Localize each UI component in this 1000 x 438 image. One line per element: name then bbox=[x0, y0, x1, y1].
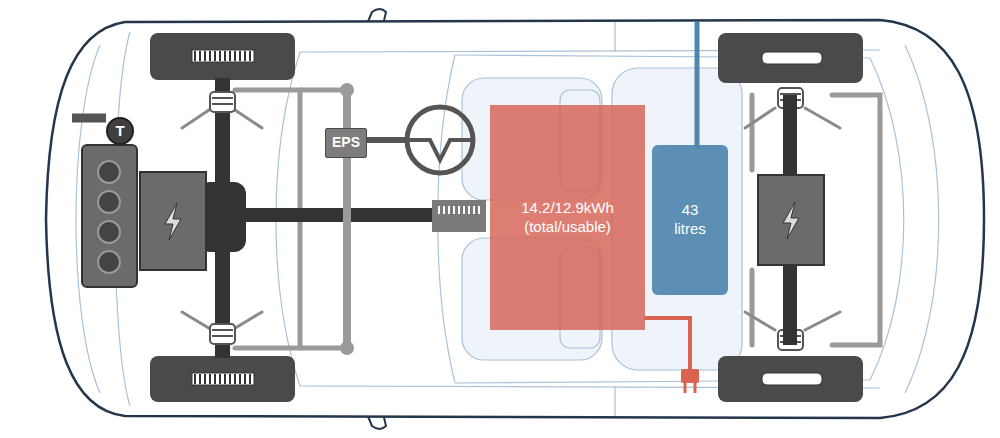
rear-motor bbox=[758, 175, 824, 265]
wheel bbox=[150, 356, 295, 402]
wheel bbox=[718, 33, 863, 83]
front-motor bbox=[140, 172, 206, 270]
control-arm bbox=[182, 108, 212, 128]
eps-label: EPS bbox=[325, 128, 367, 158]
subframe bbox=[235, 90, 880, 348]
steering-spoke bbox=[408, 140, 472, 160]
cylinder bbox=[98, 161, 120, 183]
door-line bbox=[614, 386, 615, 416]
control-arm bbox=[232, 312, 262, 330]
wheel bbox=[718, 356, 863, 402]
spring-coil bbox=[212, 329, 233, 331]
rear-drive bbox=[758, 95, 824, 345]
steering bbox=[300, 83, 473, 355]
control-arm bbox=[182, 312, 212, 330]
cylinder bbox=[98, 251, 120, 273]
engine bbox=[72, 118, 206, 287]
rack-joint bbox=[340, 83, 354, 97]
charge-cable bbox=[644, 318, 690, 370]
turbo-pipe bbox=[72, 114, 106, 123]
turbo-badge: T bbox=[106, 117, 134, 145]
rear-subframe bbox=[750, 270, 755, 345]
control-arm bbox=[232, 108, 262, 128]
spring bbox=[210, 324, 235, 344]
spring-coil bbox=[212, 97, 233, 99]
body-lines bbox=[76, 22, 939, 416]
lightning-symbol bbox=[783, 202, 799, 239]
wheel-hub bbox=[762, 52, 822, 64]
control-arm bbox=[745, 108, 775, 128]
steering-wheel bbox=[407, 107, 473, 173]
rear-axle bbox=[783, 263, 797, 345]
battery-pack: 14.2/12.9kWh (total/usable) bbox=[490, 105, 645, 330]
cylinder bbox=[98, 221, 120, 243]
gearbox bbox=[432, 200, 486, 232]
springs bbox=[210, 88, 803, 350]
spring-coil bbox=[212, 335, 233, 337]
tailgate-line bbox=[905, 45, 939, 393]
lightning-symbol bbox=[165, 203, 181, 240]
gear bbox=[432, 200, 486, 232]
rear-subframe bbox=[750, 95, 755, 170]
spring-coil bbox=[780, 93, 801, 95]
engine-block bbox=[82, 145, 137, 287]
rack-joint bbox=[340, 341, 354, 355]
tie-rod bbox=[300, 88, 347, 93]
rear-subframe bbox=[832, 95, 880, 345]
wheel-hub bbox=[192, 50, 254, 62]
node-text: T bbox=[115, 122, 124, 141]
driveshaft bbox=[240, 208, 435, 222]
wheel-hub bbox=[192, 373, 254, 385]
plug-prong bbox=[684, 383, 687, 393]
fuel-filler-pipe bbox=[695, 22, 700, 148]
wheel-hub bbox=[762, 373, 822, 385]
wheel bbox=[150, 33, 295, 80]
gear-teeth bbox=[438, 206, 482, 214]
wheels bbox=[150, 33, 863, 402]
rear-axle bbox=[783, 95, 797, 177]
charge-plug bbox=[681, 369, 699, 383]
wheel-tread bbox=[194, 51, 252, 61]
rear-window-line bbox=[870, 58, 904, 380]
plug-prong bbox=[694, 383, 697, 393]
node-text: 43 litres bbox=[664, 201, 716, 239]
spring-coil bbox=[212, 103, 233, 105]
node-text: 14.2/12.9kWh (total/usable) bbox=[508, 199, 628, 237]
fuel-tank: 43 litres bbox=[652, 145, 728, 295]
door-line bbox=[614, 22, 615, 52]
control-arm bbox=[745, 312, 775, 330]
node-text: EPS bbox=[332, 134, 360, 152]
control-arm bbox=[805, 312, 840, 330]
wheel-tread bbox=[194, 374, 252, 384]
cylinder bbox=[98, 191, 120, 213]
spring bbox=[210, 92, 235, 112]
tie-rod bbox=[300, 346, 347, 351]
car-body bbox=[46, 20, 984, 418]
seats bbox=[462, 68, 742, 370]
control-arm bbox=[805, 108, 840, 128]
